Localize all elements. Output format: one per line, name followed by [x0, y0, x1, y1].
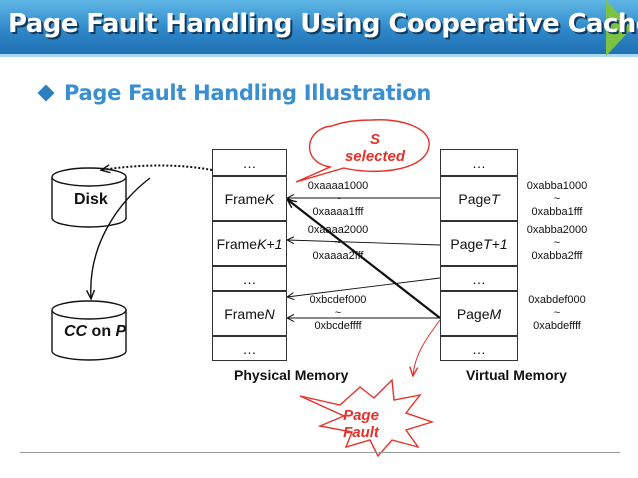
slide-subtitle: Page Fault Handling Illustration: [64, 81, 432, 105]
virt-addr-range: 0xabba2000~0xabba2fff: [526, 224, 588, 262]
page-m-to-frame-k-arrow: [288, 200, 441, 319]
footer-divider: [20, 452, 620, 453]
frame-k-cell: Frame K: [212, 176, 287, 221]
physical-cell: …: [212, 266, 287, 291]
virtual-memory-label: Virtual Memory: [466, 367, 567, 383]
title-banner: [0, 0, 638, 57]
cooperative-cache-label: CC on P: [64, 323, 126, 341]
cache-on-text: on: [87, 323, 116, 340]
phys-addr-range: 0xaaaa2000~0xaaaa2fff: [307, 224, 369, 262]
page-m-cell: Page M: [440, 291, 518, 336]
page-fault-arrow: [413, 319, 441, 375]
virtual-cell: …: [440, 336, 518, 361]
s-selected-callout: [295, 119, 430, 183]
page-t1-cell: Page T+1: [440, 221, 518, 266]
cache-cc-text: CC: [64, 323, 88, 340]
cooperative-cache-cylinder: [51, 300, 127, 361]
page-fault-burst: [299, 378, 435, 458]
slide-title: Page Fault Handling Using Cooperative Ca…: [8, 9, 638, 39]
frame-n-cell: Frame N: [212, 291, 287, 336]
virt-addr-range: 0xabdef000~0xabdeffff: [528, 294, 586, 332]
banner-underline: [0, 54, 638, 57]
phys-addr-range: 0xaaaa1000~0xaaaa1fff: [307, 180, 369, 218]
page-t1-map-arrow: [287, 240, 441, 246]
phys-addr-range: 0xbcdef000~0xbcdeffff: [309, 294, 367, 332]
page-t-cell: Page T: [440, 176, 518, 221]
disk-cylinder: [51, 167, 127, 228]
disk-to-cache-arrow: [91, 177, 151, 298]
virtual-cell: …: [440, 266, 518, 291]
physical-memory-label: Physical Memory: [234, 367, 349, 383]
disk-label: Disk: [74, 191, 108, 208]
virt-addr-range: 0xabba1000~0xabba1fff: [526, 180, 588, 218]
cache-p-text: P: [115, 323, 127, 340]
evict-to-disk-arrow: [102, 166, 213, 171]
dots-map-arrow: [287, 277, 441, 297]
virtual-cell: …: [440, 149, 518, 176]
banner-arrow-icon: [606, 0, 632, 56]
physical-cell: …: [212, 149, 287, 176]
physical-cell: …: [212, 336, 287, 361]
frame-k1-cell: Frame K+1: [212, 221, 287, 266]
